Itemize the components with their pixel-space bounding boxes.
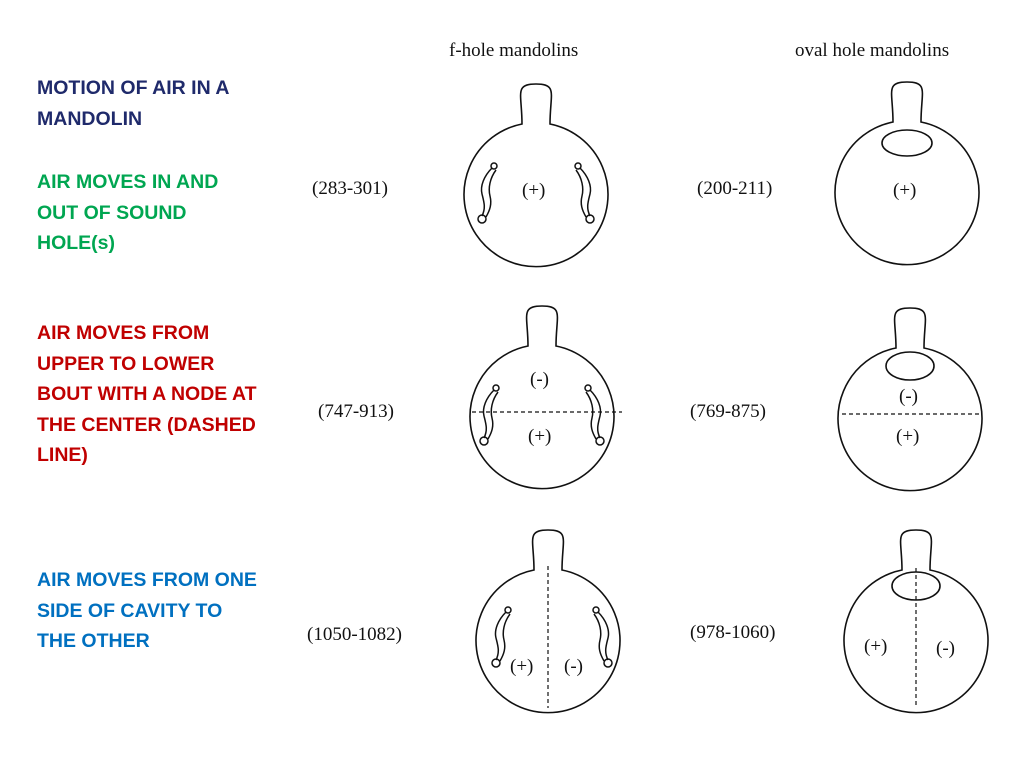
oval-mode-1-range: (200-211) [697,178,773,199]
mode-3-description: AIR MOVES FROM ONE SIDE OF CAVITY TO THE… [37,569,257,652]
oval-mode-1-sign-1: (+) [893,180,916,201]
fhole-mode-3-diagram: (+) (-) [475,529,621,714]
oval-mode-1-diagram: (+) [834,81,980,266]
oval-mode-3-range: (978-1060) [690,622,776,643]
oval-sound-hole [885,351,935,381]
fhole-mode-2-range: (747-913) [318,401,394,422]
oval-mode-3-sign-1: (+) [864,636,887,657]
slide-title: MOTION OF AIR IN A MANDOLIN [37,77,229,130]
fhole-mode-1-range: (283-301) [312,178,388,199]
oval-sound-hole [881,129,933,157]
mode-2-description: AIR MOVES FROM UPPER TO LOWER BOUT WITH … [37,322,257,466]
oval-mode-3-sign-2: (-) [936,638,955,659]
fhole-mode-3-range: (1050-1082) [307,624,402,645]
fhole-mode-2-sign-2: (+) [528,426,551,447]
fhole-mode-2-sign-1: (-) [530,369,549,390]
oval-mode-2-range: (769-875) [690,401,766,422]
oval-mode-2-sign-2: (+) [896,426,919,447]
fhole-mode-3-sign-1: (+) [510,656,533,677]
fhole-mode-1-diagram: (+) [463,83,609,268]
column-header-fhole: f-hole mandolins [449,40,579,61]
fhole-mode-1-sign-1: (+) [522,180,545,201]
mode-1-description: AIR MOVES IN AND OUT OF SOUND HOLE(s) [37,171,219,254]
oval-mode-2-sign-1: (-) [899,386,918,407]
fhole-mode-2-diagram: (-) (+) [469,305,622,490]
oval-mode-3-diagram: (+) (-) [843,529,989,714]
fhole-mode-3-sign-2: (-) [564,656,583,677]
column-header-oval: oval hole mandolins [795,40,950,61]
oval-mode-2-diagram: (-) (+) [837,307,983,492]
